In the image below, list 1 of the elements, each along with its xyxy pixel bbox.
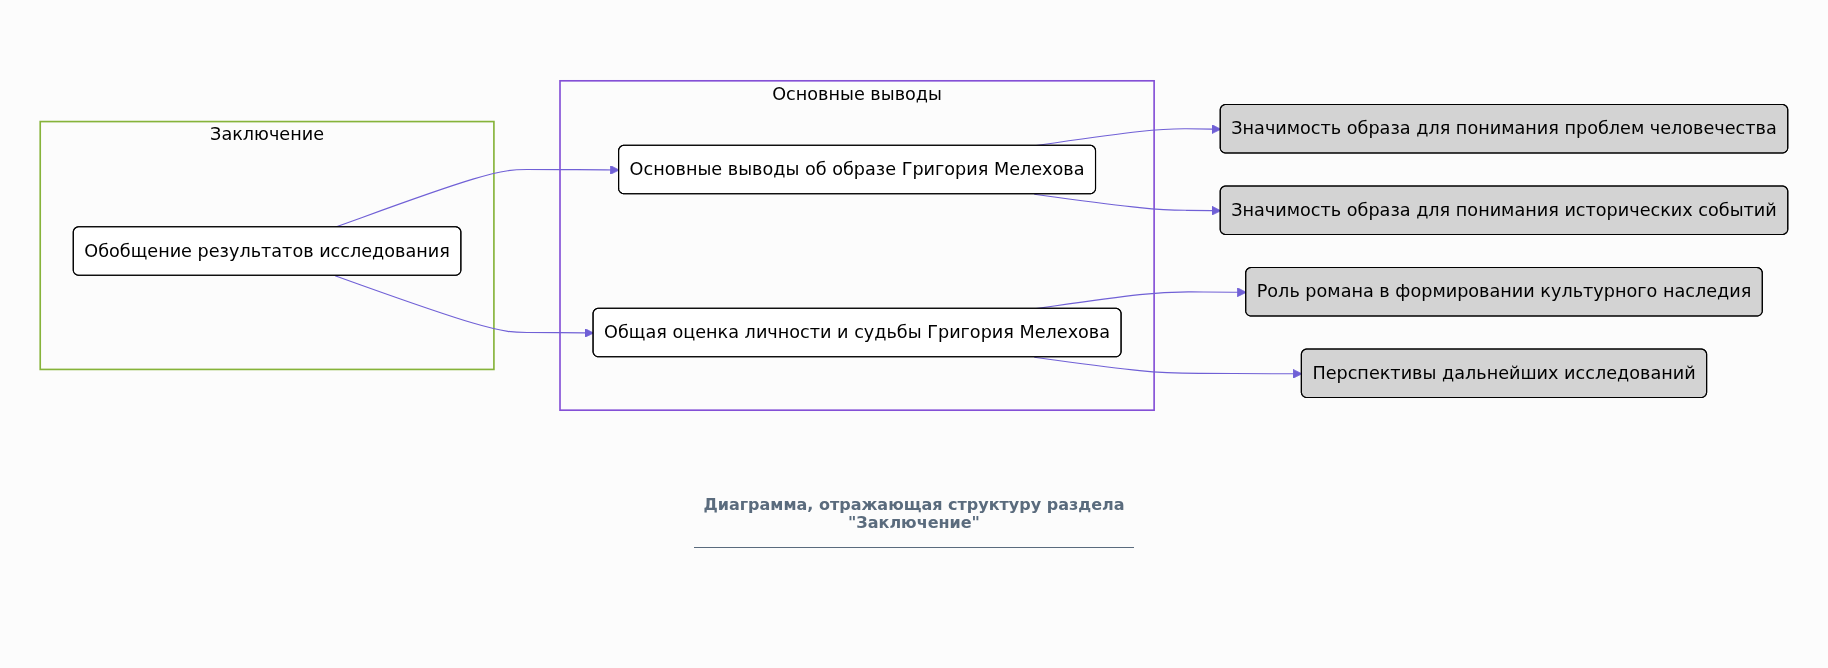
diagram-caption: Диаграмма, отражающая структуру раздела "Заключение" <box>702 496 1126 533</box>
